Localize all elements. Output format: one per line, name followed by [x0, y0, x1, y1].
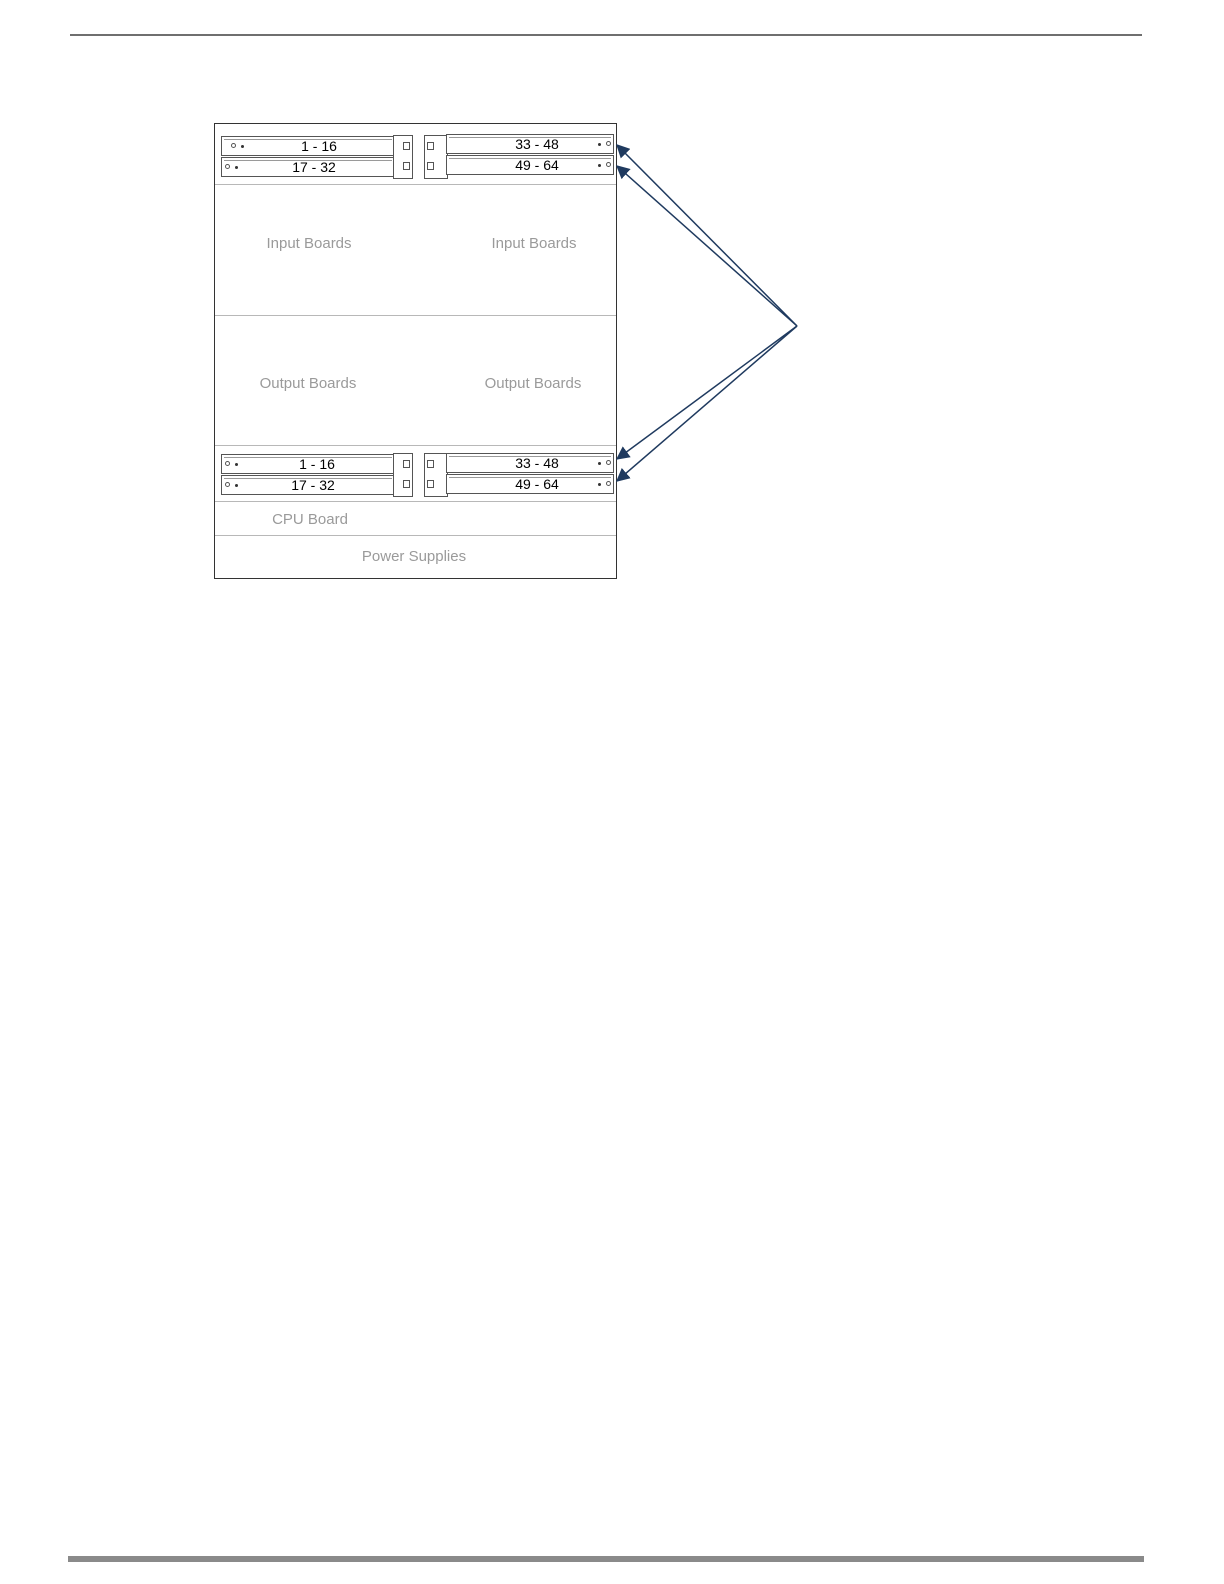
arrow-line: [617, 326, 797, 459]
arrow-line: [617, 145, 797, 326]
footer-rule: [68, 1556, 1144, 1562]
arrow-line: [617, 166, 797, 326]
arrow-line: [617, 326, 797, 481]
